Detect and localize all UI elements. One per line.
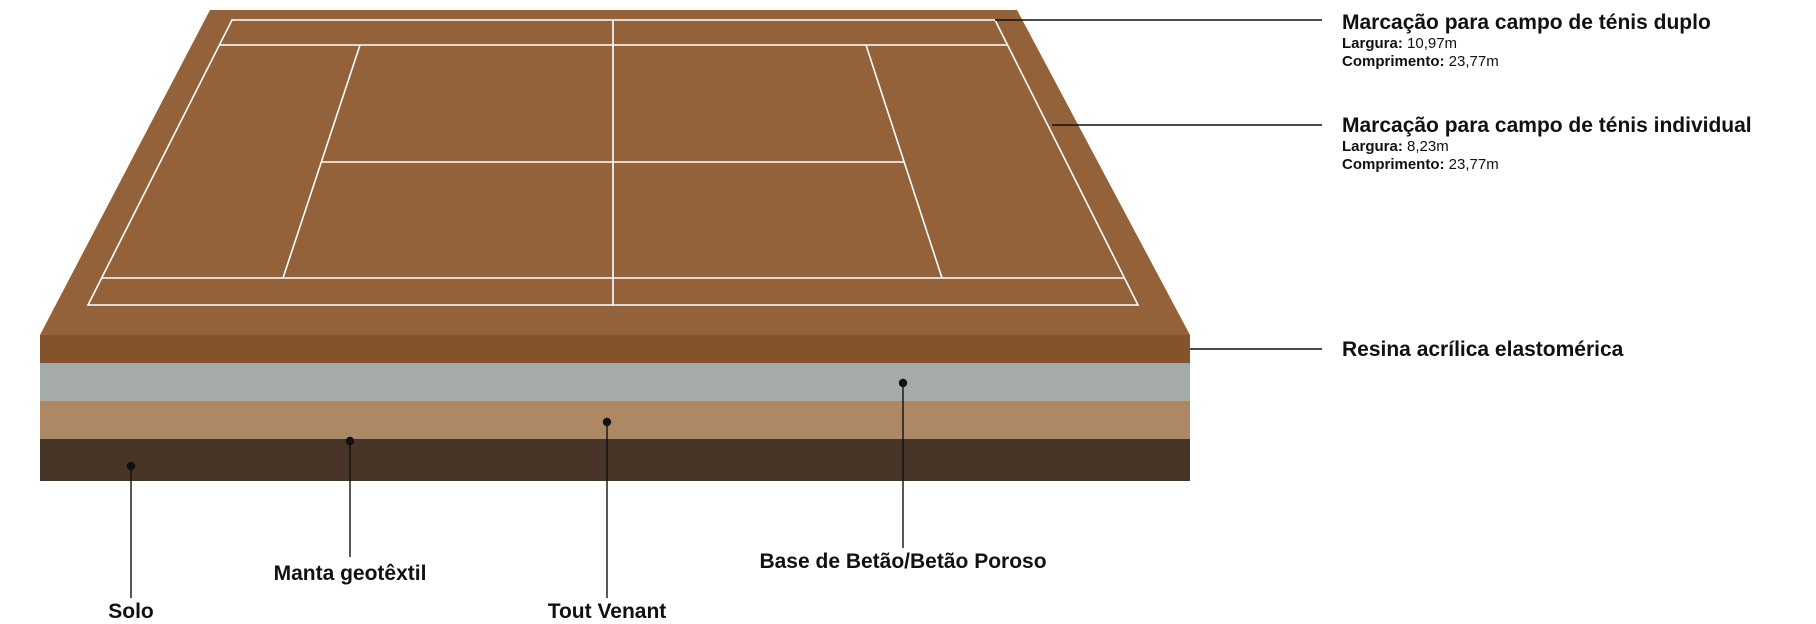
singles-width-label: Largura: bbox=[1342, 138, 1403, 156]
doubles-width-value: 10,97m bbox=[1407, 35, 1458, 53]
singles-title: Marcação para campo de ténis individual bbox=[1342, 114, 1752, 137]
concrete-marker-dot bbox=[898, 378, 908, 388]
tout-venant-marker-dot bbox=[602, 417, 612, 427]
resin-layer bbox=[40, 335, 1190, 363]
singles-length: Comprimento: 23,77m bbox=[1342, 156, 1752, 174]
concrete-layer bbox=[40, 363, 1190, 401]
tout-venant-layer bbox=[40, 401, 1190, 439]
doubles-length: Comprimento: 23,77m bbox=[1342, 53, 1711, 71]
right-leaders bbox=[995, 19, 1322, 350]
geotextile-label: Manta geotêxtil bbox=[273, 562, 427, 585]
soil-layer bbox=[40, 439, 1190, 481]
concrete-label: Base de Betão/Betão Poroso bbox=[759, 550, 1047, 573]
doubles-annotation: Marcação para campo de ténis duplo Largu… bbox=[1342, 10, 1711, 71]
soil-label: Solo bbox=[108, 600, 154, 623]
doubles-outline bbox=[86, 19, 1140, 306]
doubles-width-label: Largura: bbox=[1342, 35, 1403, 53]
singles-annotation: Marcação para campo de ténis individual … bbox=[1342, 113, 1752, 174]
bottom-leaders bbox=[126, 378, 908, 598]
doubles-title: Marcação para campo de ténis duplo bbox=[1342, 11, 1711, 34]
singles-width-value: 8,23m bbox=[1407, 138, 1449, 156]
tout-venant-label: Tout Venant bbox=[547, 600, 667, 623]
doubles-width: Largura: 10,97m bbox=[1342, 35, 1711, 53]
resin-annotation: Resina acrílica elastomérica bbox=[1342, 337, 1623, 362]
resin-title: Resina acrílica elastomérica bbox=[1342, 338, 1624, 361]
court-surface bbox=[40, 10, 1190, 335]
soil-marker-dot bbox=[126, 461, 136, 471]
doubles-length-label: Comprimento: bbox=[1342, 53, 1445, 71]
singles-sideline-left bbox=[282, 44, 361, 279]
court-lines bbox=[86, 19, 1140, 306]
singles-width: Largura: 8,23m bbox=[1342, 138, 1752, 156]
geotextile-marker-dot bbox=[345, 436, 355, 446]
doubles-length-value: 23,77m bbox=[1448, 53, 1499, 71]
singles-length-value: 23,77m bbox=[1448, 156, 1499, 174]
singles-length-label: Comprimento: bbox=[1342, 156, 1445, 174]
